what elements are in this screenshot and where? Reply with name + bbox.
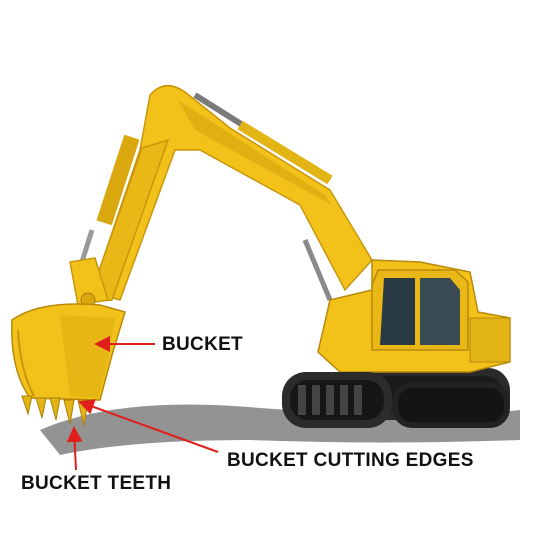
label-bucket-teeth: BUCKET TEETH [21, 473, 172, 494]
label-bucket-cutting-edges: BUCKET CUTTING EDGES [227, 450, 474, 471]
upper-structure [317, 259, 511, 373]
cutting-edges-arrow [78, 399, 219, 453]
cab-window [380, 278, 415, 345]
boom [91, 85, 373, 301]
bucket [11, 303, 126, 427]
label-bucket: BUCKET [162, 334, 243, 355]
front-track [282, 372, 510, 428]
teeth-arrow [66, 426, 83, 471]
stick [77, 134, 170, 303]
